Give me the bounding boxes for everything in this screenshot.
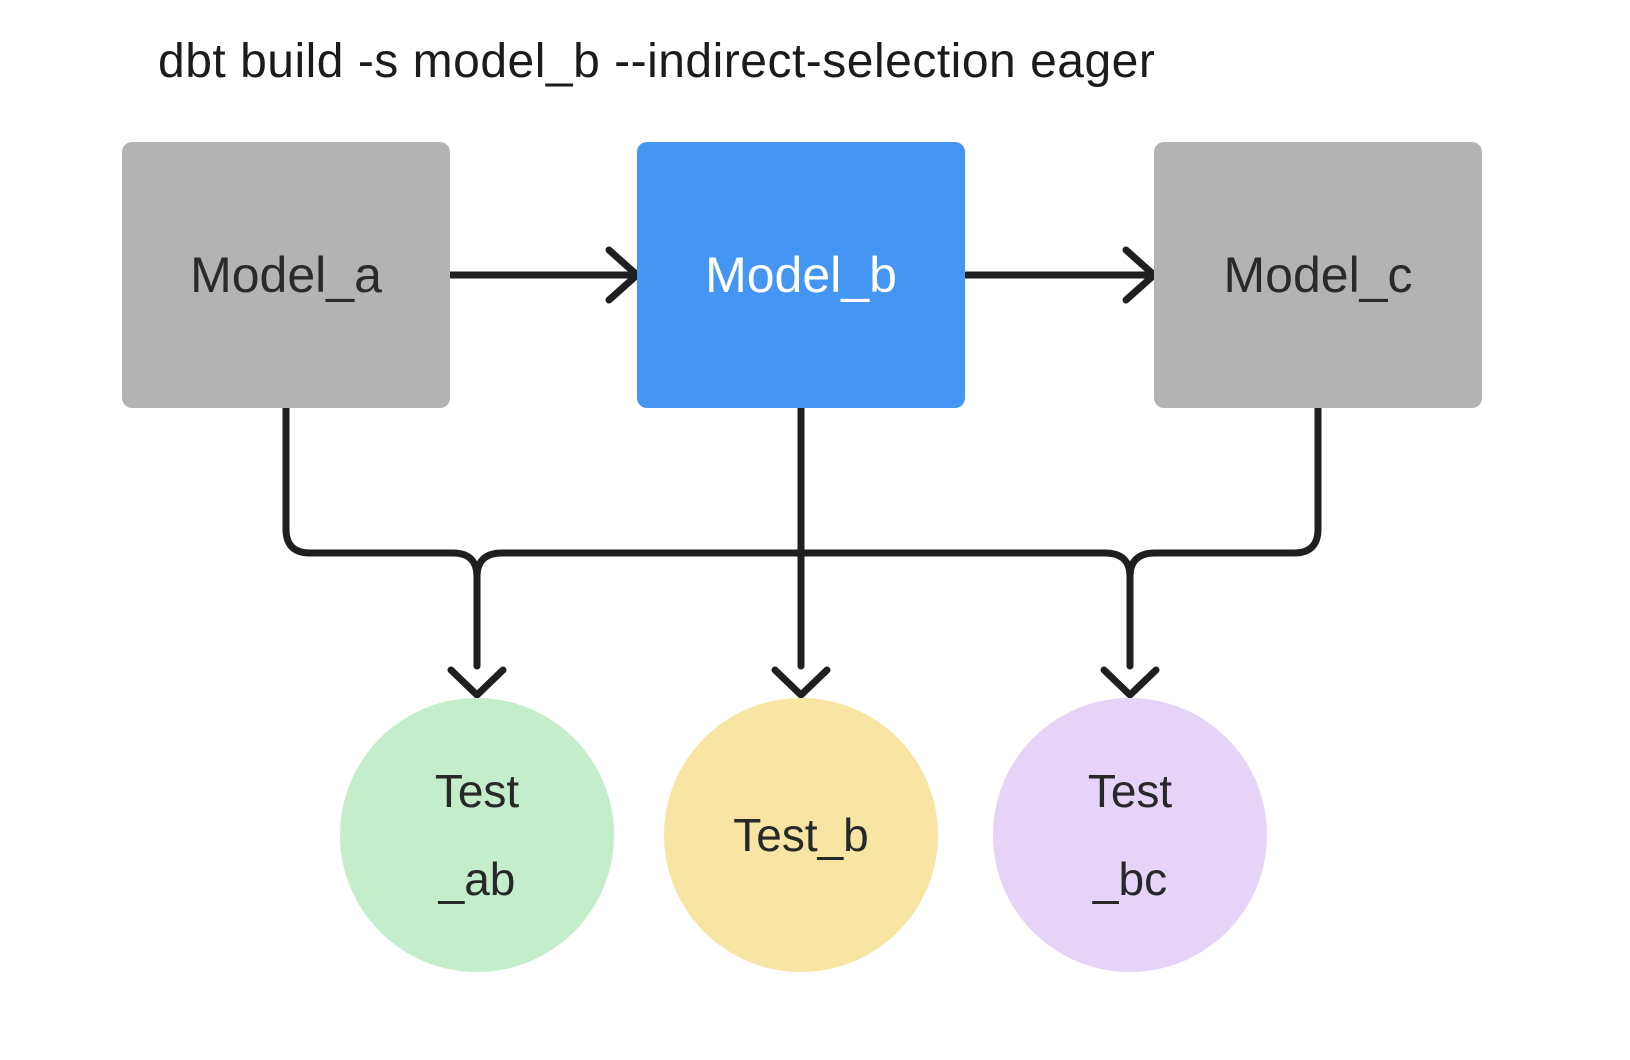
arrowhead-into-model-c [1122,246,1158,304]
dbt-command-title: dbt build -s model_b --indirect-selectio… [158,35,1156,88]
bus-segment-right [797,549,1134,581]
arrowhead-into-model-b [605,246,641,304]
bus-segment-left [473,549,805,581]
node-test-bc: Test _bc [993,698,1267,972]
node-test-bc-label-line1: Test [1087,765,1173,817]
node-model-a-label: Model_a [190,247,382,303]
edge-model-c-to-bus [1126,404,1322,670]
node-model-c-label: Model_c [1223,247,1413,303]
edge-model-a-to-bus [282,404,481,670]
arrowhead-into-test-b [771,666,831,699]
node-test-ab: Test _ab [340,698,614,972]
node-test-ab-label-line1: Test [434,765,520,817]
arrowhead-into-test-ab [447,666,507,699]
node-test-b: Test_b [664,698,938,972]
node-model-b: Model_b [637,142,965,408]
node-model-b-label: Model_b [705,247,897,303]
node-test-bc-label-line2: _bc [1092,853,1168,905]
node-test-b-label: Test_b [733,809,869,861]
node-model-a: Model_a [122,142,450,408]
arrowhead-into-test-bc [1100,666,1160,699]
node-test-ab-label-line2: _ab [438,853,516,905]
node-model-c: Model_c [1154,142,1482,408]
